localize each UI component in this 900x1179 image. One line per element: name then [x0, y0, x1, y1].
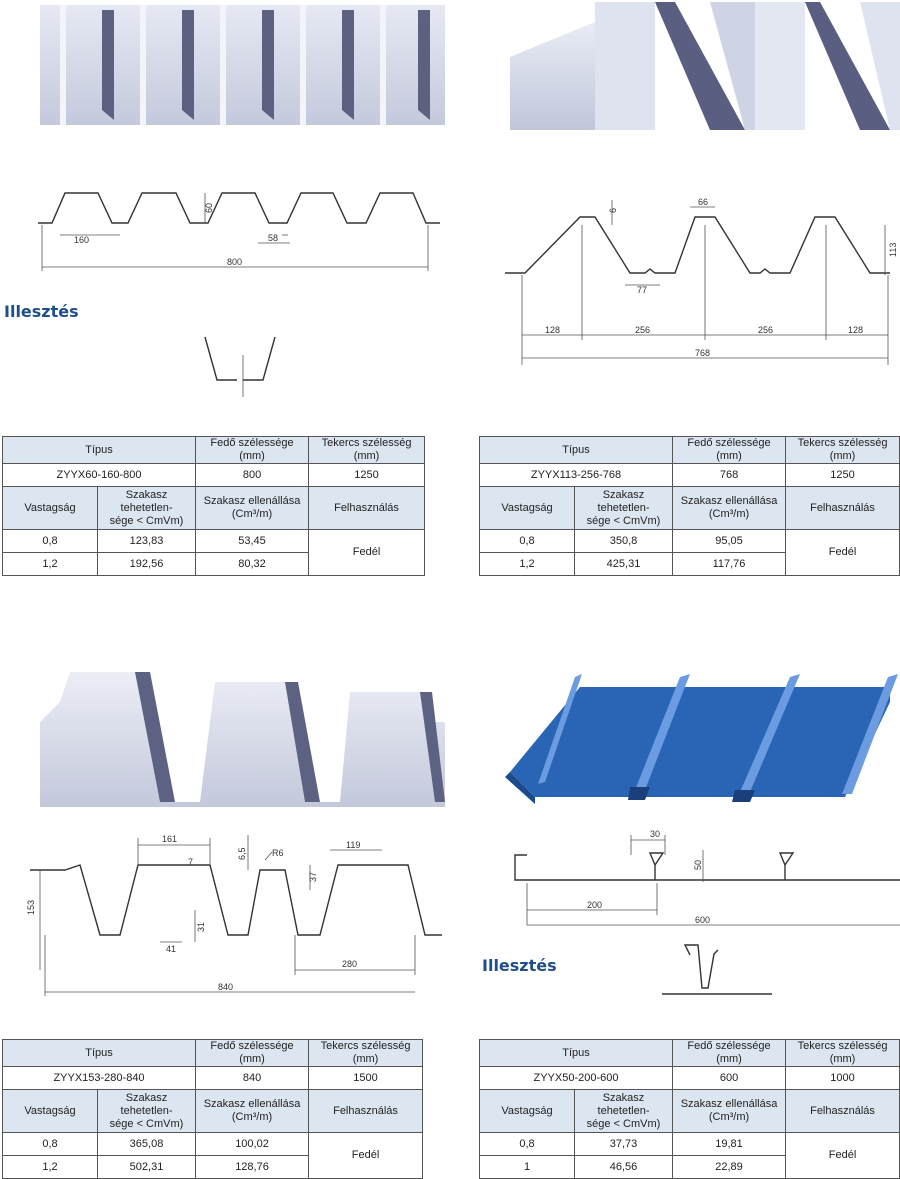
illesztes-heading: Illesztés [4, 302, 79, 321]
dim-label: R6 [272, 848, 284, 858]
dim-label: 58 [268, 233, 278, 243]
dim-label: 256 [635, 325, 650, 335]
cell-tekercs: 1250 [785, 463, 900, 487]
cell-fedo: 800 [195, 463, 310, 487]
dim-label: 200 [587, 900, 602, 910]
dim-label: 37 [308, 872, 318, 882]
header-vastagsag: Vastagság [479, 1089, 575, 1133]
header-tekercs: Tekercs szélesség (mm) [308, 436, 426, 464]
dim-label: 113 [888, 243, 898, 257]
panel-4-joint-drawing [662, 944, 772, 995]
dim-label: 77 [637, 285, 647, 295]
cell-type: ZYYX60-160-800 [1, 463, 197, 487]
dim-label: 6,5 [237, 847, 247, 860]
dim-label: 800 [227, 257, 242, 267]
header-inertia: Szakasz tehetetlen-sége < CmVm) [573, 486, 674, 530]
cell-usage: Fedél [308, 529, 426, 576]
header-resistance: Szakasz ellenállása(Cm³/m) [195, 486, 310, 530]
cell-usage: Fedél [785, 529, 900, 576]
header-vastagsag: Vastagság [479, 486, 575, 530]
header-tipus: Típus [478, 1039, 674, 1067]
dim-label: 840 [218, 982, 233, 992]
dim-label: 66 [698, 197, 708, 207]
dim-label: 768 [695, 348, 710, 358]
header-vastagsag: Vastagság [2, 1089, 98, 1133]
illesztes-heading: Illesztés [482, 956, 557, 975]
dim-label: 31 [196, 922, 206, 932]
panel-3-illustration [40, 672, 445, 807]
dim-label: 30 [650, 829, 660, 839]
dim-label: 119 [346, 840, 360, 850]
dim-label: 280 [342, 959, 357, 969]
header-felhasznalas: Felhasználás [308, 1089, 424, 1133]
cell-fedo: 840 [195, 1066, 310, 1090]
header-vastagsag: Vastagság [2, 486, 98, 530]
dim-label: 50 [693, 860, 703, 870]
header-tekercs: Tekercs szélesség (mm) [308, 1039, 424, 1067]
dim-label: 161 [162, 834, 177, 844]
panel-3-profile-drawing: 161 6,5 R6 119 7 37 153 31 41 280 840 [26, 834, 442, 996]
header-felhasznalas: Felhasználás [308, 486, 426, 530]
header-fedo: Fedő szélessége (mm) [672, 1039, 787, 1067]
cell-usage: Fedél [308, 1132, 424, 1179]
cell-tekercs: 1250 [308, 463, 426, 487]
dim-label: 128 [848, 325, 863, 335]
dim-label: 7 [188, 857, 193, 867]
dim-label: 128 [545, 325, 560, 335]
cell-usage: Fedél [785, 1132, 900, 1179]
header-inertia: Szakasz tehetetlen-sége < CmVm) [573, 1089, 674, 1133]
header-resistance: Szakasz ellenállása(Cm³/m) [195, 1089, 310, 1133]
dim-label: 600 [695, 915, 710, 925]
header-fedo: Fedő szélessége (mm) [195, 436, 310, 464]
header-resistance: Szakasz ellenállása(Cm³/m) [672, 1089, 787, 1133]
cell-tekercs: 1500 [308, 1066, 424, 1090]
cell-type: ZYYX113-256-768 [478, 463, 674, 487]
panel-4-illustration [505, 674, 898, 804]
cell-type: ZYYX50-200-600 [478, 1066, 674, 1090]
dim-label: 60 [204, 203, 214, 213]
panel-1-profile-drawing: 160 60 58 800 [38, 192, 440, 271]
cell-fedo: 600 [672, 1066, 787, 1090]
header-fedo: Fedő szélessége (mm) [195, 1039, 310, 1067]
header-inertia: Szakasz tehetetlen-sége < CmVm) [96, 486, 197, 530]
header-felhasznalas: Felhasználás [785, 486, 900, 530]
panel-1-illustration [40, 5, 445, 125]
panel-2-profile-drawing: 6 66 113 77 128 256 256 128 768 [505, 197, 898, 365]
cell-fedo: 768 [672, 463, 787, 487]
header-fedo: Fedő szélessége (mm) [672, 436, 787, 464]
dim-label: 256 [758, 325, 773, 335]
dim-label: 160 [74, 235, 89, 245]
cell-tekercs: 1000 [785, 1066, 900, 1090]
header-tipus: Típus [1, 1039, 197, 1067]
header-felhasznalas: Felhasználás [785, 1089, 900, 1133]
header-tekercs: Tekercs szélesség (mm) [785, 436, 900, 464]
header-resistance: Szakasz ellenállása(Cm³/m) [672, 486, 787, 530]
cell-type: ZYYX153-280-840 [1, 1066, 197, 1090]
header-tipus: Típus [1, 436, 197, 464]
panel-2-illustration [510, 2, 900, 130]
dim-label: 41 [166, 944, 176, 954]
header-tipus: Típus [478, 436, 674, 464]
header-tekercs: Tekercs szélesség (mm) [785, 1039, 900, 1067]
panel-1-joint-drawing [204, 336, 276, 397]
dim-label: 153 [26, 900, 36, 915]
dim-label: 6 [608, 208, 618, 213]
header-inertia: Szakasz tehetetlen-sége < CmVm) [96, 1089, 197, 1133]
panel-4-profile-drawing: 30 50 200 600 [514, 829, 900, 926]
